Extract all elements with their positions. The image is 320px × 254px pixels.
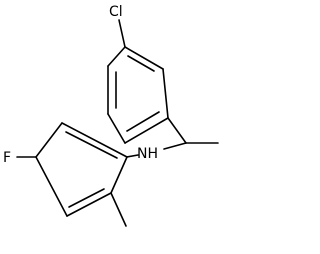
bond (107, 113, 126, 144)
amine-label: NH (137, 146, 158, 162)
chemical-structure: Cl NH F (3, 4, 219, 227)
bond-ring-to-chlorine (118, 19, 126, 48)
bond (110, 156, 128, 194)
double-bond-inner (65, 131, 118, 159)
bond-ring-to-methyl (110, 192, 127, 227)
bond (124, 46, 164, 70)
bond (35, 156, 68, 217)
chlorophenyl-ring (107, 46, 169, 144)
bond-methine-to-amine (163, 142, 187, 150)
double-bond-inner (68, 188, 105, 208)
double-bond-inner (127, 55, 155, 72)
bond (107, 46, 126, 67)
fluoromethylphenyl-ring (35, 122, 128, 217)
double-bond-inner (126, 111, 160, 132)
fluorine-label: F (3, 150, 11, 166)
chlorine-label: Cl (109, 4, 123, 20)
bond (124, 117, 169, 144)
bond-amine-to-ring (126, 154, 139, 158)
bond-ring-to-methine (167, 117, 187, 144)
bond (61, 122, 128, 158)
bond (162, 68, 169, 119)
bond (35, 122, 63, 158)
bond (66, 192, 112, 217)
